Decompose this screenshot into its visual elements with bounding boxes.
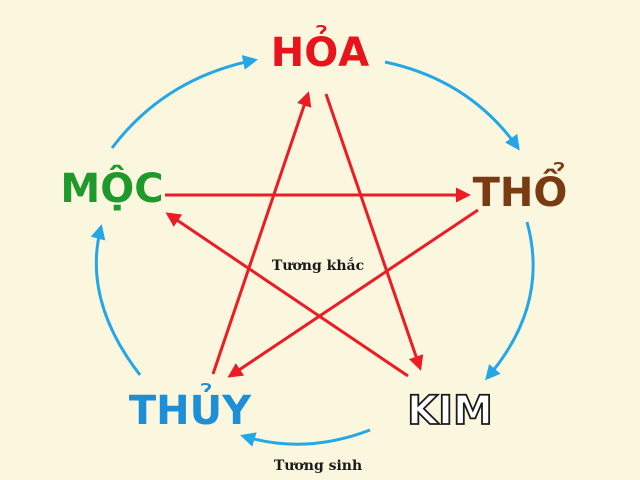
arrow-thuy-to-hoa: [211, 91, 312, 375]
controlling-star: [165, 91, 479, 378]
label-tho: THỔ: [473, 161, 568, 216]
arrow-tho-to-thuy: [227, 208, 479, 378]
caption-tuong-sinh: Tương sinh: [274, 458, 362, 474]
arrow-thuy-to-moc: [90, 224, 142, 376]
label-moc: MỘC: [60, 164, 163, 212]
arrow-hoa-to-kim: [324, 93, 424, 371]
arrow-tho-to-kim: [485, 221, 535, 381]
label-thuy: THỦY: [129, 381, 252, 434]
arrow-moc-to-hoa: [110, 55, 258, 149]
arrow-hoa-to-tho: [384, 60, 520, 151]
label-hoa: HỎA: [271, 23, 369, 76]
generating-cycle: [90, 55, 535, 447]
caption-tuong-khac: Tương khắc: [272, 256, 364, 274]
label-kim: KIM: [407, 388, 493, 434]
arrow-kim-to-thuy: [240, 428, 371, 447]
arrow-kim-to-moc: [165, 212, 409, 378]
